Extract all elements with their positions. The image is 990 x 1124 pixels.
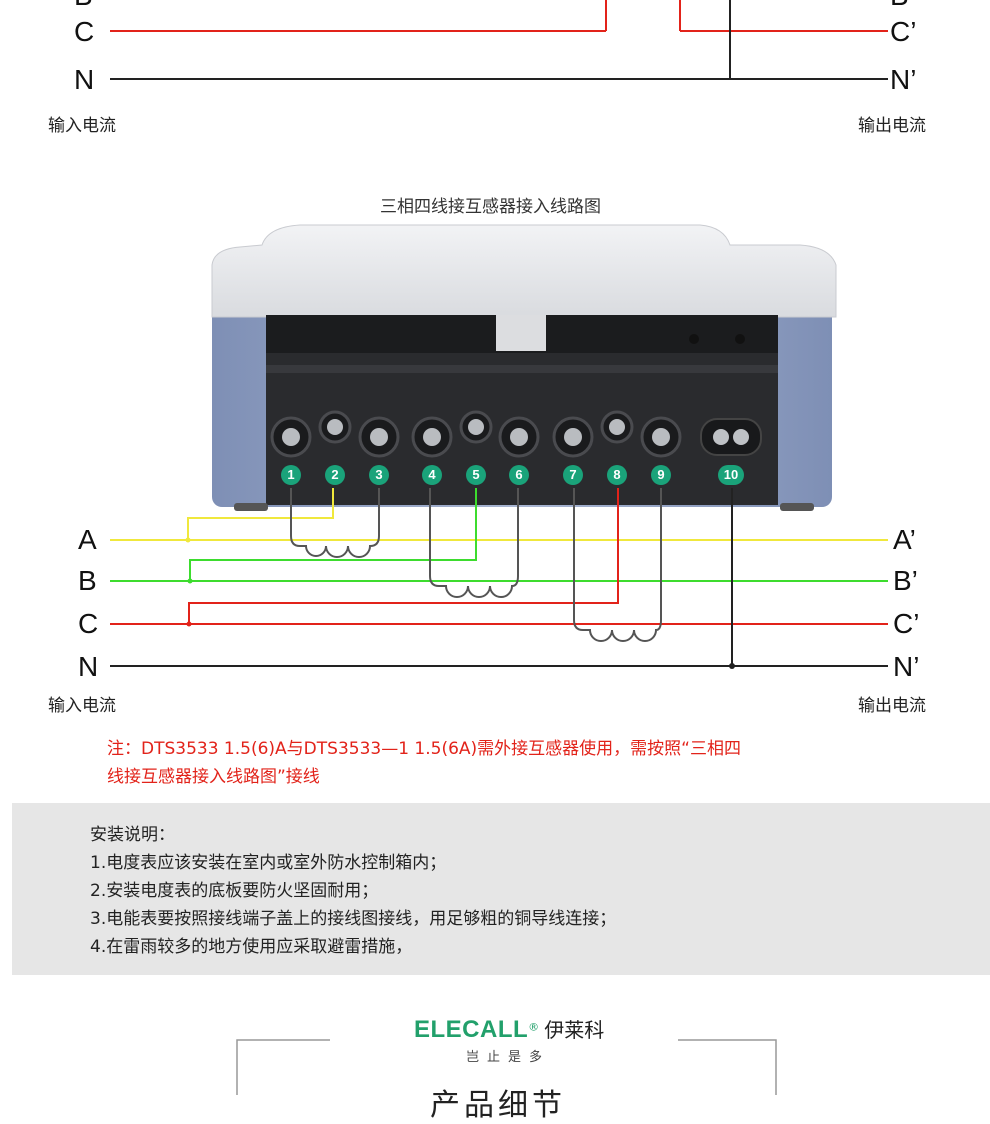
terminal-badge-9: 9: [651, 465, 671, 485]
terminal-badge-7: 7: [563, 465, 583, 485]
terminal-socket-screw-4: [423, 428, 441, 446]
brand-logo: ELECALL® 伊莱科: [414, 1014, 604, 1044]
terminal-socket-screw-6: [510, 428, 528, 446]
top-label-b-out: B’: [890, 0, 915, 10]
terminal-badge-1: 1: [281, 465, 301, 485]
label-c-out: C’: [893, 608, 920, 639]
top-wiring-diagram: [110, 0, 888, 80]
terminal-badge-4: 4: [422, 465, 442, 485]
terminal-badge-10: 10: [718, 465, 744, 485]
ct-b: [429, 488, 519, 598]
terminal-badge-6: 6: [509, 465, 529, 485]
terminal-socket-screw-1: [282, 428, 300, 446]
top-label-c: C: [74, 16, 95, 47]
wiring-note: 注：DTS3533 1.5(6)A与DTS3533—1 1.5(6A)需外接互感…: [107, 735, 927, 791]
wire-t8-c: [188, 488, 619, 624]
terminal-badge-8: 8: [607, 465, 627, 485]
label-n-in: N: [78, 651, 99, 682]
wire-t5-b: [189, 488, 477, 581]
logo-wordmark: ELECALL: [414, 1016, 529, 1043]
label-n-out: N’: [893, 651, 920, 682]
wire-t2-a: [187, 488, 334, 540]
terminal-socket-10-pin: [713, 429, 729, 445]
label-a-in: A: [78, 524, 97, 555]
install-item-1: 1.电度表应该安装在室内或室外防水控制箱内；: [90, 853, 447, 873]
terminal-badge-2: 2: [325, 465, 345, 485]
label-a-out: A’: [893, 524, 916, 555]
terminal-socket-screw-8: [609, 419, 625, 435]
terminal-socket-10-pin: [733, 429, 749, 445]
ct-diagram-title: 三相四线接互感器接入线路图: [380, 197, 601, 217]
top-input-label: 输入电流: [48, 116, 116, 136]
terminal-badge-3: 3: [369, 465, 389, 485]
meter-illustration: [211, 224, 837, 511]
terminal-socket-screw-2: [327, 419, 343, 435]
brand-slogan: 岂止是多: [466, 1050, 551, 1065]
install-item-3: 3.电能表要按照接线端子盖上的接线图接线，用足够粗的铜导线连接；: [90, 909, 617, 929]
label-b-in: B: [78, 565, 97, 596]
ct-output-label: 输出电流: [858, 696, 926, 716]
terminal-socket-screw-9: [652, 428, 670, 446]
registered-mark: ®: [528, 1020, 540, 1034]
install-instructions: 安装说明： 1.电度表应该安装在室内或室外防水控制箱内； 2.安装电度表的底板要…: [12, 803, 990, 975]
logo-chinese-name: 伊莱科: [544, 1018, 605, 1042]
terminal-socket-screw-7: [564, 428, 582, 446]
meter-cover: [211, 224, 837, 318]
top-output-label: 输出电流: [858, 116, 926, 136]
top-label-b: B: [74, 0, 93, 10]
ct-a: [290, 488, 380, 558]
section-frame: [236, 1039, 777, 1095]
terminal-sockets: [270, 410, 762, 458]
top-label-n-out: N’: [890, 64, 917, 95]
terminal-socket-screw-5: [468, 419, 484, 435]
terminal-socket-10: [700, 418, 762, 456]
top-label-c-out: C’: [890, 16, 917, 47]
install-item-2: 2.安装电度表的底板要防火坚固耐用；: [90, 881, 379, 901]
install-heading: 安装说明：: [90, 825, 175, 845]
ct-input-label: 输入电流: [48, 696, 116, 716]
ct-wiring-diagram: [110, 488, 888, 669]
top-label-n: N: [74, 64, 95, 95]
label-b-out: B’: [893, 565, 918, 596]
note-line-2: 线接互感器接入线路图”接线: [107, 767, 320, 787]
terminal-socket-screw-3: [370, 428, 388, 446]
install-item-4: 4.在雷雨较多的地方使用应采取避雷措施，: [90, 937, 413, 957]
section-title: 产品细节: [430, 1088, 566, 1123]
terminal-badge-5: 5: [466, 465, 486, 485]
label-c-in: C: [78, 608, 99, 639]
note-line-1: 注：DTS3533 1.5(6)A与DTS3533—1 1.5(6A)需外接互感…: [107, 739, 741, 759]
ct-c: [573, 488, 662, 642]
